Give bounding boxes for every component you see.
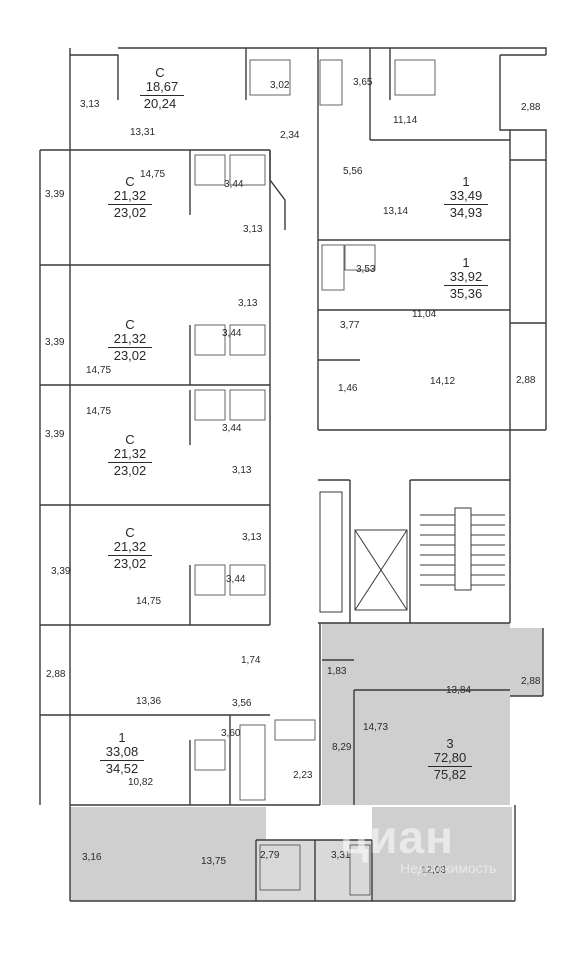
stair-and-lift — [319, 491, 505, 613]
walls — [39, 47, 547, 902]
room-area: 3,44 — [222, 423, 242, 434]
room-area: 14,73 — [363, 722, 389, 733]
bathroom-fixtures — [194, 59, 436, 896]
room-area: 1,74 — [241, 655, 261, 666]
room-area: 13,14 — [383, 206, 409, 217]
room-area: 3,13 — [243, 224, 263, 235]
room-area: 2,88 — [516, 375, 536, 386]
room-area: 3,56 — [232, 698, 252, 709]
room-area: 3,31 — [331, 850, 351, 861]
room-area: 2,88 — [521, 676, 541, 687]
room-area: 3,39 — [45, 337, 65, 348]
room-area: 14,75 — [136, 596, 162, 607]
room-area: 13,75 — [201, 856, 227, 867]
room-area: 3,39 — [45, 429, 65, 440]
room-area: 3,13 — [232, 465, 252, 476]
room-area: 3,13 — [238, 298, 258, 309]
room-area: 3,53 — [356, 264, 376, 275]
room-area: 3,39 — [51, 566, 71, 577]
room-area: 3,13 — [80, 99, 100, 110]
room-area: 14,75 — [140, 169, 166, 180]
room-area: 13,31 — [130, 127, 156, 138]
room-area: 11,14 — [393, 115, 418, 126]
room-area: 3,65 — [353, 77, 373, 88]
room-area: 10,82 — [128, 777, 154, 788]
room-area: 2,34 — [280, 130, 300, 141]
highlighted-apartment — [70, 623, 543, 901]
room-area: 3,60 — [221, 728, 241, 739]
room-area: 11,04 — [412, 309, 437, 320]
room-area: 14,75 — [86, 365, 112, 376]
room-area: 2,88 — [46, 669, 66, 680]
watermark-logo: циан — [340, 811, 454, 863]
room-area: 14,75 — [86, 406, 112, 417]
room-area: 13,36 — [136, 696, 162, 707]
watermark-subtext: Недвижимость — [400, 860, 497, 876]
room-area: 3,13 — [242, 532, 262, 543]
room-area: 2,23 — [293, 770, 313, 781]
room-area: 3,44 — [226, 574, 246, 585]
room-area: 14,12 — [430, 376, 456, 387]
room-area: 8,29 — [332, 742, 352, 753]
room-area: 1,83 — [327, 666, 347, 677]
room-area: 12,03 — [421, 865, 447, 876]
room-area: 3,02 — [270, 80, 290, 91]
room-area: 5,56 — [343, 166, 363, 177]
room-area: 3,44 — [224, 179, 244, 190]
room-area: 2,79 — [260, 850, 280, 861]
room-area: 3,77 — [340, 320, 360, 331]
room-area: 3,44 — [222, 328, 242, 339]
room-area: 1,46 — [338, 383, 358, 394]
room-area: 3,16 — [82, 852, 102, 863]
room-area: 3,39 — [45, 189, 65, 200]
room-area: 2,88 — [521, 102, 541, 113]
room-area: 13,84 — [446, 685, 472, 696]
